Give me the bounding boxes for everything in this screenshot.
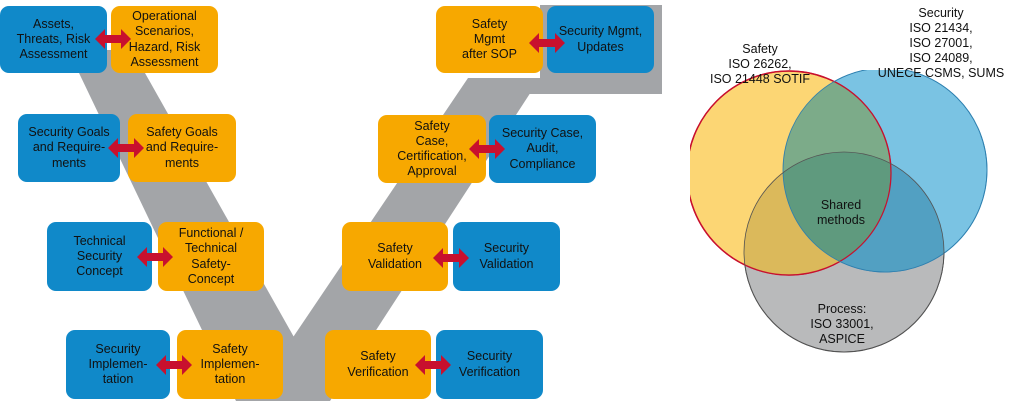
safety-box-goals-requirements: Safety Goals and Require- ments <box>128 114 236 182</box>
safety-box-operational-scenarios: Operational Scenarios, Hazard, Risk Asse… <box>111 6 218 73</box>
security-box-case-audit: Security Case, Audit, Compliance <box>489 115 596 183</box>
safety-box-verification: Safety Verification <box>325 330 431 399</box>
venn-label-process: Process: ISO 33001, ASPICE <box>810 302 874 346</box>
security-box-assets-threats: Assets, Threats, Risk Assessment <box>0 6 107 73</box>
security-box-technical-concept: Technical Security Concept <box>47 222 152 291</box>
double-arrow-icon <box>433 248 469 268</box>
security-box-mgmt-updates: Security Mgmt, Updates <box>547 6 654 73</box>
security-box-implementation: Security Implemen- tation <box>66 330 170 399</box>
double-arrow-icon <box>529 33 565 53</box>
double-arrow-icon <box>137 247 173 267</box>
security-box-verification: Security Verification <box>436 330 543 399</box>
double-arrow-icon <box>95 29 131 49</box>
security-box-validation: Security Validation <box>453 222 560 291</box>
venn-label-shared-methods: Shared methods <box>817 198 865 227</box>
safety-box-implementation: Safety Implemen- tation <box>177 330 283 399</box>
venn-diagram <box>690 70 988 353</box>
double-arrow-icon <box>415 355 451 375</box>
safety-box-validation: Safety Validation <box>342 222 448 291</box>
venn-overlap-center <box>783 152 891 272</box>
venn-label-security: Security ISO 21434, ISO 27001, ISO 24089… <box>877 6 1005 80</box>
double-arrow-icon <box>156 355 192 375</box>
double-arrow-icon <box>469 139 505 159</box>
double-arrow-icon <box>108 138 144 158</box>
security-box-goals-requirements: Security Goals and Require- ments <box>18 114 120 182</box>
safety-box-functional-technical-concept: Functional / Technical Safety- Concept <box>158 222 264 291</box>
venn-label-safety: Safety ISO 26262, ISO 21448 SOTIF <box>709 42 811 86</box>
safety-box-mgmt-after-sop: Safety Mgmt after SOP <box>436 6 543 73</box>
safety-box-case-certification: Safety Case, Certification, Approval <box>378 115 486 183</box>
